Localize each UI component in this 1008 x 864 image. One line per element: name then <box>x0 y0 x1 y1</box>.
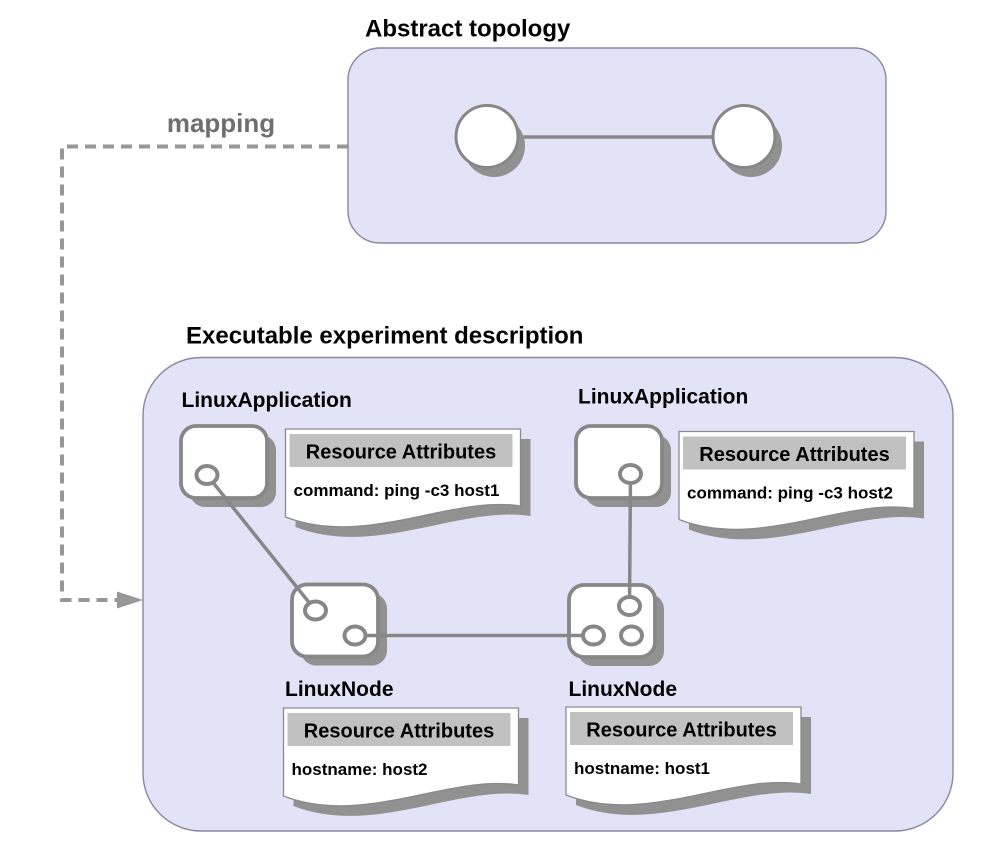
node1-note: Resource Attributes hostname: host2 <box>282 707 529 816</box>
app1-node-box <box>179 424 269 500</box>
app2-note: Resource Attributes command: ping -c3 ho… <box>678 430 924 540</box>
executable-title: Executable experiment description <box>186 323 583 350</box>
node2-node-box <box>567 583 657 659</box>
node1-node-label: LinuxNode <box>285 678 394 701</box>
node1-note-band <box>287 713 511 746</box>
node1-port-1 <box>303 599 328 622</box>
node2-node-label: LinuxNode <box>569 678 678 701</box>
app2-node-box <box>574 424 664 500</box>
app2-node-label: LinuxApplication <box>578 386 748 409</box>
app2-note-body: command: ping -c3 host2 <box>687 484 893 503</box>
app2-note-header: Resource Attributes <box>699 444 889 466</box>
abstract-topology-title: Abstract topology <box>365 16 571 43</box>
mapping-dashed-line <box>60 144 348 602</box>
app1-node-label: LinuxApplication <box>182 389 352 412</box>
node1-port-2 <box>342 624 368 647</box>
node2-port-1 <box>617 595 642 617</box>
node2-port-2 <box>581 624 606 647</box>
node2-note-body: hostname: host1 <box>574 759 710 778</box>
mapping-label: mapping <box>167 108 275 138</box>
node1-note-body: hostname: host2 <box>292 760 428 779</box>
edge-app2-node2 <box>627 473 633 607</box>
edge-app1-node1 <box>205 473 317 612</box>
mapping-arrow <box>60 144 348 609</box>
executable-box <box>142 356 954 832</box>
app2-note-band <box>683 436 906 470</box>
app2-port <box>618 463 643 485</box>
app1-note-body: command: ping -c3 host1 <box>294 481 500 500</box>
node2-note-header: Resource Attributes <box>586 720 776 742</box>
app1-node <box>179 424 276 507</box>
abstract-topology-box <box>347 47 887 244</box>
app1-note-header: Resource Attributes <box>306 442 496 464</box>
node2-note: Resource Attributes hostname: host1 <box>565 706 811 815</box>
node2-note-band <box>570 712 793 745</box>
executable-container: LinuxApplication LinuxApplication LinuxN… <box>142 356 954 832</box>
node2-port-3 <box>619 624 644 647</box>
mapping-arrowhead <box>117 591 143 609</box>
abstract-node-right <box>711 104 777 169</box>
app1-note: Resource Attributes command: ping -c3 ho… <box>284 428 531 537</box>
abstract-node-left <box>454 104 520 169</box>
node2-node <box>567 583 664 666</box>
abstract-topology-container <box>347 47 887 244</box>
node1-note-header: Resource Attributes <box>304 721 494 743</box>
app1-port <box>194 464 220 486</box>
app1-note-band <box>289 434 513 467</box>
